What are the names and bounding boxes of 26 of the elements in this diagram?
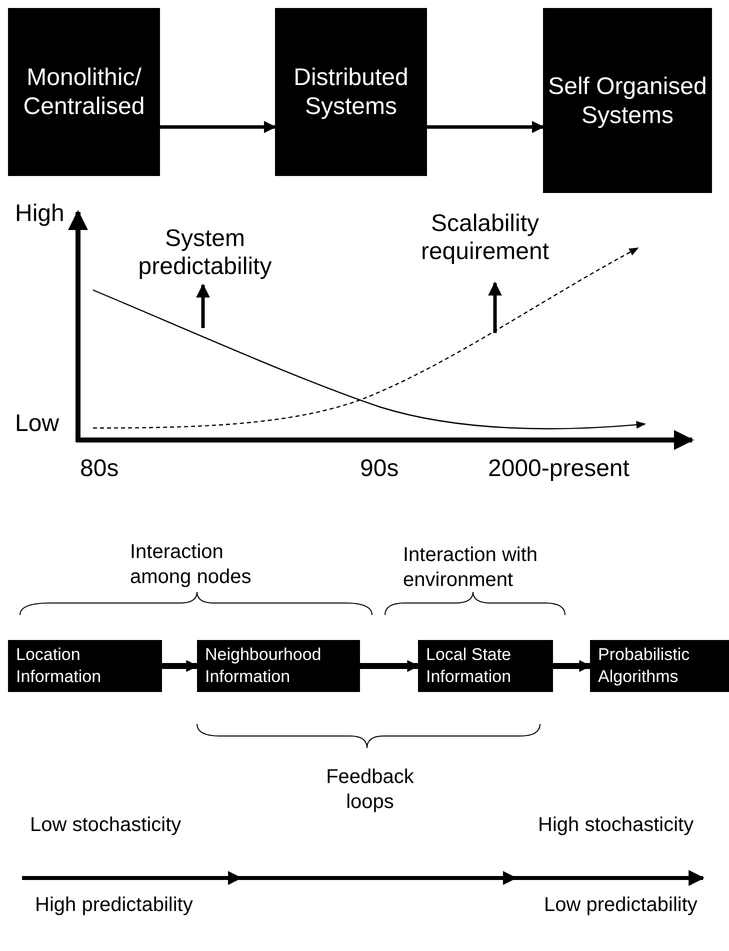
process-box: Neighbourhood Information	[197, 640, 360, 692]
process-box: Location Information	[8, 640, 162, 692]
scale-label: High predictability	[35, 893, 194, 918]
axis-label: High	[15, 200, 64, 228]
process-box: Probabilistic Algorithms	[590, 640, 729, 692]
curve-label: Scalability requirement	[420, 210, 550, 266]
curve-label: System predictability	[137, 225, 273, 281]
group-label: Feedback loops	[325, 765, 415, 815]
arrow	[553, 660, 592, 672]
scale-label: Low stochasticity	[30, 813, 182, 838]
tick-label: 80s	[80, 455, 119, 483]
group-label: Interaction among nodes	[130, 540, 252, 590]
arrow	[162, 660, 198, 672]
scale-label: Low predictability	[544, 893, 698, 918]
process-box: Monolithic/ Centralised	[8, 8, 160, 176]
process-box: Local State Information	[418, 640, 553, 692]
arrow	[360, 660, 420, 672]
group-label: Interaction with environment	[403, 543, 539, 593]
process-box: Distributed Systems	[275, 8, 427, 176]
axis-label: Low	[15, 410, 60, 438]
tick-label: 90s	[360, 455, 399, 483]
process-box: Self Organised Systems	[543, 8, 712, 193]
scale-label: High stochasticity	[538, 813, 695, 838]
tick-label: 2000-present	[488, 455, 630, 483]
arrow	[427, 120, 544, 134]
arrow	[160, 120, 276, 134]
